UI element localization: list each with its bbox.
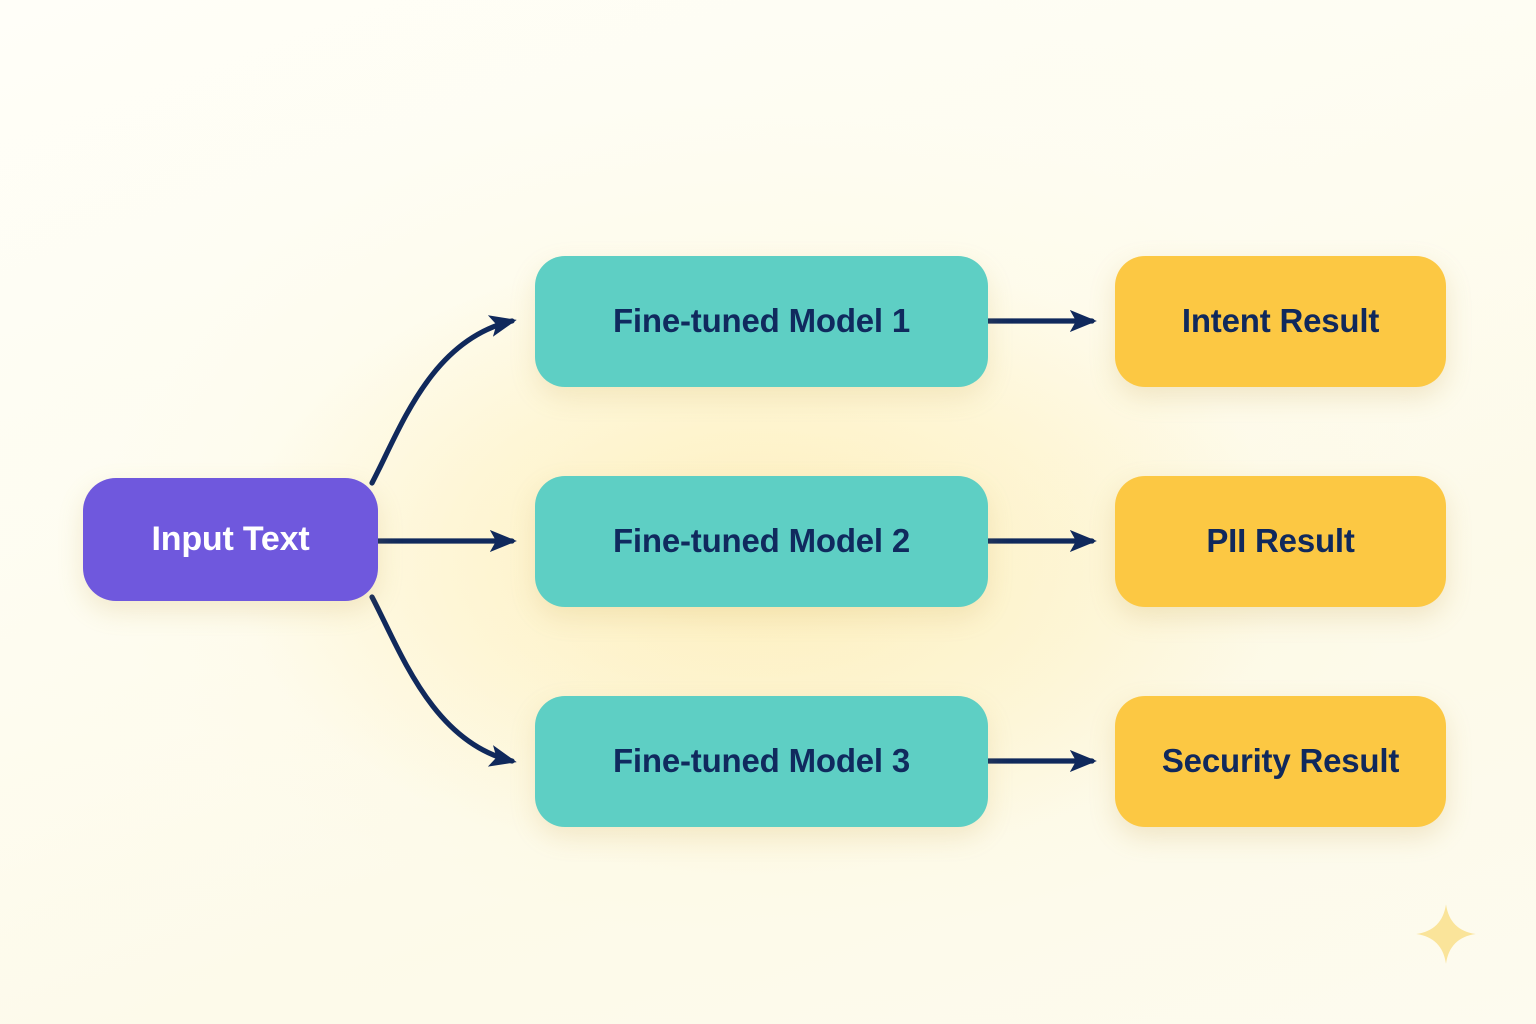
- sparkle-icon: [1416, 904, 1476, 964]
- edge-input-to-model-1: [369, 315, 517, 486]
- node-pii-result[interactable]: PII Result: [1115, 476, 1446, 607]
- node-fine-tuned-model-3-label: Fine-tuned Model 3: [612, 742, 911, 780]
- node-fine-tuned-model-1[interactable]: Fine-tuned Model 1: [535, 256, 988, 387]
- node-fine-tuned-model-1-label: Fine-tuned Model 1: [612, 302, 911, 340]
- node-intent-result[interactable]: Intent Result: [1115, 256, 1446, 387]
- node-input-text-label: Input Text: [151, 519, 310, 558]
- node-pii-result-label: PII Result: [1206, 522, 1355, 560]
- node-input-text[interactable]: Input Text: [83, 478, 378, 601]
- node-fine-tuned-model-3[interactable]: Fine-tuned Model 3: [535, 696, 988, 827]
- node-security-result[interactable]: Security Result: [1115, 696, 1446, 827]
- node-fine-tuned-model-2-label: Fine-tuned Model 2: [612, 522, 911, 560]
- edge-input-to-model-3: [369, 594, 517, 767]
- node-intent-result-label: Intent Result: [1181, 302, 1380, 340]
- node-fine-tuned-model-2[interactable]: Fine-tuned Model 2: [535, 476, 988, 607]
- node-security-result-label: Security Result: [1161, 742, 1400, 780]
